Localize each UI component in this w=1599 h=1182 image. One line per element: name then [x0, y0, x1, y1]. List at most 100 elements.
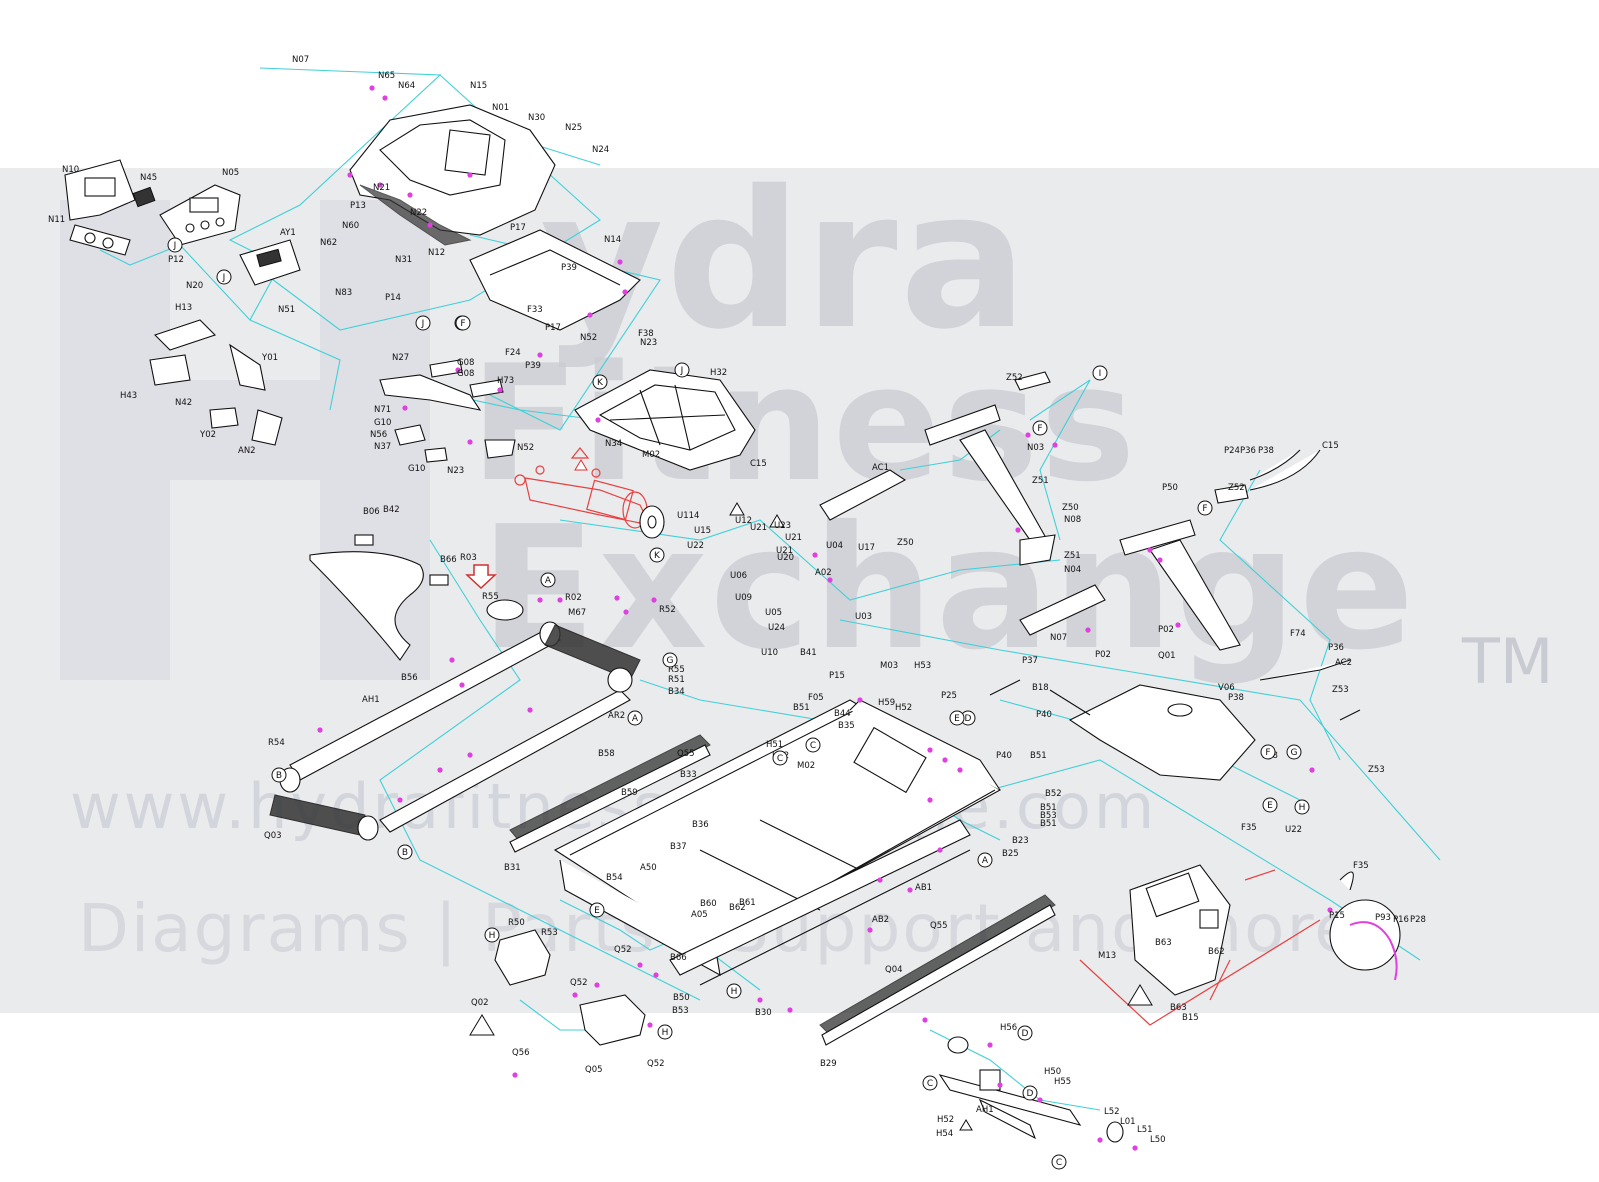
- part-label: P36: [1328, 643, 1344, 653]
- part-label: U21: [785, 533, 802, 543]
- highlight-arrow-icon: [465, 564, 497, 590]
- part-label: N45: [140, 173, 157, 183]
- part-label: Z53: [1332, 685, 1349, 695]
- screw-marker: [1097, 1137, 1103, 1143]
- screw-marker: [427, 222, 433, 228]
- part-label: P93: [1375, 913, 1391, 923]
- watermark-brand-line3: Exchange: [480, 490, 1417, 688]
- part-label: L52: [1104, 1107, 1120, 1117]
- part-label: U22: [687, 541, 704, 551]
- deck-plate-q04: [819, 894, 1056, 1046]
- part-label: P13: [350, 201, 366, 211]
- part-label: M03: [880, 661, 898, 671]
- part-label: AH1: [362, 695, 380, 705]
- svg-text:F: F: [1037, 424, 1042, 434]
- reference-marker: F: [1197, 500, 1213, 516]
- part-label: R55: [482, 592, 499, 602]
- part-label: F38: [638, 329, 654, 339]
- svg-text:E: E: [954, 714, 960, 724]
- screw-marker: [459, 682, 465, 688]
- part-label: AN2: [238, 446, 256, 456]
- flywheel: [639, 505, 665, 539]
- part-label: Q55: [677, 749, 695, 759]
- part-label: L01: [1120, 1117, 1136, 1127]
- part-label: C15: [1322, 441, 1339, 451]
- screw-marker: [1327, 907, 1333, 913]
- part-label: P02: [1095, 650, 1111, 660]
- upright-ac1: [924, 404, 1056, 566]
- part-label: B06: [363, 507, 380, 517]
- screw-marker: [467, 439, 473, 445]
- part-label: Z51: [1064, 551, 1081, 561]
- console-housing-n01: [349, 104, 556, 246]
- part-label: Z51: [1032, 476, 1049, 486]
- svg-text:H: H: [662, 1028, 669, 1038]
- part-label: N31: [395, 255, 412, 265]
- screw-marker: [937, 847, 943, 853]
- part-label: B51: [793, 703, 810, 713]
- part-label: H56: [1000, 1023, 1017, 1033]
- screw-marker: [1015, 527, 1021, 533]
- part-label: N01: [492, 103, 509, 113]
- screw-marker: [467, 752, 473, 758]
- part-label: N62: [320, 238, 337, 248]
- part-label: P37: [1022, 656, 1038, 666]
- reference-marker: H: [726, 983, 742, 999]
- screw-marker: [907, 887, 913, 893]
- part-label: C15: [750, 459, 767, 469]
- reference-marker: E: [589, 902, 605, 918]
- part-label: M67: [568, 608, 586, 618]
- deck-frame-rails: [269, 621, 641, 841]
- part-label: Y02: [199, 430, 216, 440]
- part-label: N05: [222, 168, 239, 178]
- screw-marker: [595, 417, 601, 423]
- screw-marker: [527, 707, 533, 713]
- upper-frame-cover: [469, 229, 641, 331]
- part-label: G10: [408, 464, 425, 474]
- part-label: N11: [48, 215, 65, 225]
- screw-marker: [942, 757, 948, 763]
- handlebar-brackets: [149, 319, 283, 446]
- reference-marker: K: [592, 374, 608, 390]
- screw-marker: [1025, 432, 1031, 438]
- part-label: Z53: [1368, 765, 1385, 775]
- part-label: U10: [761, 648, 778, 658]
- svg-text:H: H: [731, 987, 738, 997]
- part-label: U06: [730, 571, 747, 581]
- part-label: P38: [1228, 693, 1244, 703]
- part-label: R54: [268, 738, 285, 748]
- reference-marker: G: [1286, 744, 1302, 760]
- svg-text:F: F: [460, 319, 465, 329]
- svg-text:G: G: [1291, 748, 1298, 758]
- part-label: B54: [606, 873, 623, 883]
- reference-marker: J: [415, 315, 431, 331]
- part-label: Z50: [1062, 503, 1079, 513]
- rear-endcaps: [494, 929, 646, 1046]
- screw-marker: [1085, 627, 1091, 633]
- part-label: H73: [497, 376, 514, 386]
- part-label: B18: [1032, 683, 1049, 693]
- part-label: N15: [470, 81, 487, 91]
- part-label: H55: [1054, 1077, 1071, 1087]
- svg-text:A: A: [982, 856, 989, 866]
- part-label: N12: [428, 248, 445, 258]
- part-label: B63: [1155, 938, 1172, 948]
- part-label: N83: [335, 288, 352, 298]
- screw-marker: [369, 85, 375, 91]
- part-label: G08: [457, 358, 474, 368]
- part-label: B29: [820, 1059, 837, 1069]
- part-label: P28: [1410, 915, 1426, 925]
- svg-text:J: J: [421, 319, 425, 329]
- part-label: P39: [561, 263, 577, 273]
- part-label: N10: [62, 165, 79, 175]
- part-label: U17: [858, 543, 875, 553]
- svg-text:D: D: [1027, 1089, 1034, 1099]
- screw-marker: [512, 1072, 518, 1078]
- part-label: AB1: [915, 883, 932, 893]
- part-label: F05: [808, 693, 824, 703]
- part-label: N21: [373, 183, 390, 193]
- svg-text:B: B: [276, 771, 282, 781]
- part-label: H53: [914, 661, 931, 671]
- svg-text:J: J: [173, 241, 177, 251]
